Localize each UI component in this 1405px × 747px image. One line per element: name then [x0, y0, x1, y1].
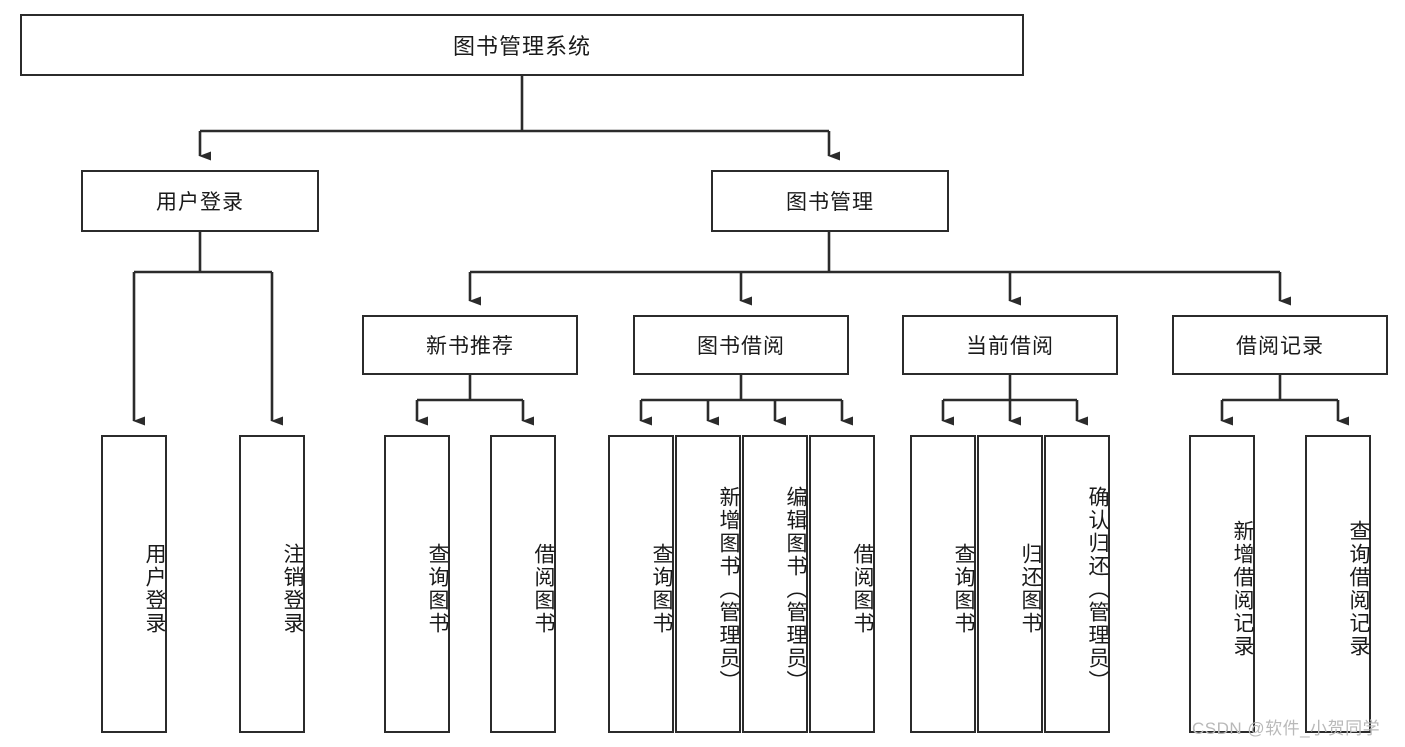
leaf-book-borrow-query-book[interactable]: 查询图书 — [608, 435, 674, 733]
node-label: 图书借阅 — [697, 335, 785, 358]
leaf-user-login-login[interactable]: 用户登录 — [101, 435, 167, 733]
node-book-management[interactable]: 图书管理 — [711, 170, 949, 232]
node-borrow-record[interactable]: 借阅记录 — [1172, 315, 1388, 375]
node-label: 用户登录 — [143, 543, 166, 635]
node-label: 注销登录 — [281, 543, 304, 635]
leaf-book-borrow-edit-book-admin[interactable]: 编辑图书（管理员） — [742, 435, 808, 733]
leaf-book-borrow-borrow-book[interactable]: 借阅图书 — [809, 435, 875, 733]
csdn-watermark: CSDN @软件_小贺同学 — [1192, 719, 1381, 738]
node-label: 图书管理 — [786, 191, 874, 214]
leaf-new-book-borrow-book[interactable]: 借阅图书 — [490, 435, 556, 733]
node-label: 查询图书 — [426, 543, 449, 635]
node-label: 新增图书（管理员） — [717, 485, 740, 693]
node-label: 借阅图书 — [532, 543, 555, 635]
node-label: 确认归还（管理员） — [1086, 485, 1109, 693]
node-label: 新书推荐 — [426, 335, 514, 358]
node-new-book-recommend[interactable]: 新书推荐 — [362, 315, 578, 375]
node-label: 图书管理系统 — [452, 34, 591, 59]
node-label: 借阅图书 — [851, 543, 874, 635]
node-label: 查询图书 — [650, 543, 673, 635]
node-label: 新增借阅记录 — [1231, 520, 1254, 658]
node-label: 查询借阅记录 — [1347, 520, 1370, 658]
leaf-book-borrow-add-book-admin[interactable]: 新增图书（管理员） — [675, 435, 741, 733]
node-user-login[interactable]: 用户登录 — [81, 170, 319, 232]
node-label: 归还图书 — [1019, 543, 1042, 635]
leaf-borrow-record-add-record[interactable]: 新增借阅记录 — [1189, 435, 1255, 733]
node-root-book-management-system[interactable]: 图书管理系统 — [20, 14, 1024, 76]
node-label: 编辑图书（管理员） — [784, 485, 807, 693]
leaf-user-login-logout[interactable]: 注销登录 — [239, 435, 305, 733]
leaf-current-borrow-return-book[interactable]: 归还图书 — [977, 435, 1043, 733]
node-book-borrow[interactable]: 图书借阅 — [633, 315, 849, 375]
node-label: 查询图书 — [952, 543, 975, 635]
node-label: 借阅记录 — [1236, 335, 1324, 358]
node-label: 当前借阅 — [966, 335, 1054, 358]
leaf-borrow-record-query-record[interactable]: 查询借阅记录 — [1305, 435, 1371, 733]
leaf-new-book-query-book[interactable]: 查询图书 — [384, 435, 450, 733]
node-current-borrow[interactable]: 当前借阅 — [902, 315, 1118, 375]
node-label: 用户登录 — [156, 191, 244, 214]
leaf-current-borrow-query-book[interactable]: 查询图书 — [910, 435, 976, 733]
leaf-current-borrow-confirm-return-admin[interactable]: 确认归还（管理员） — [1044, 435, 1110, 733]
